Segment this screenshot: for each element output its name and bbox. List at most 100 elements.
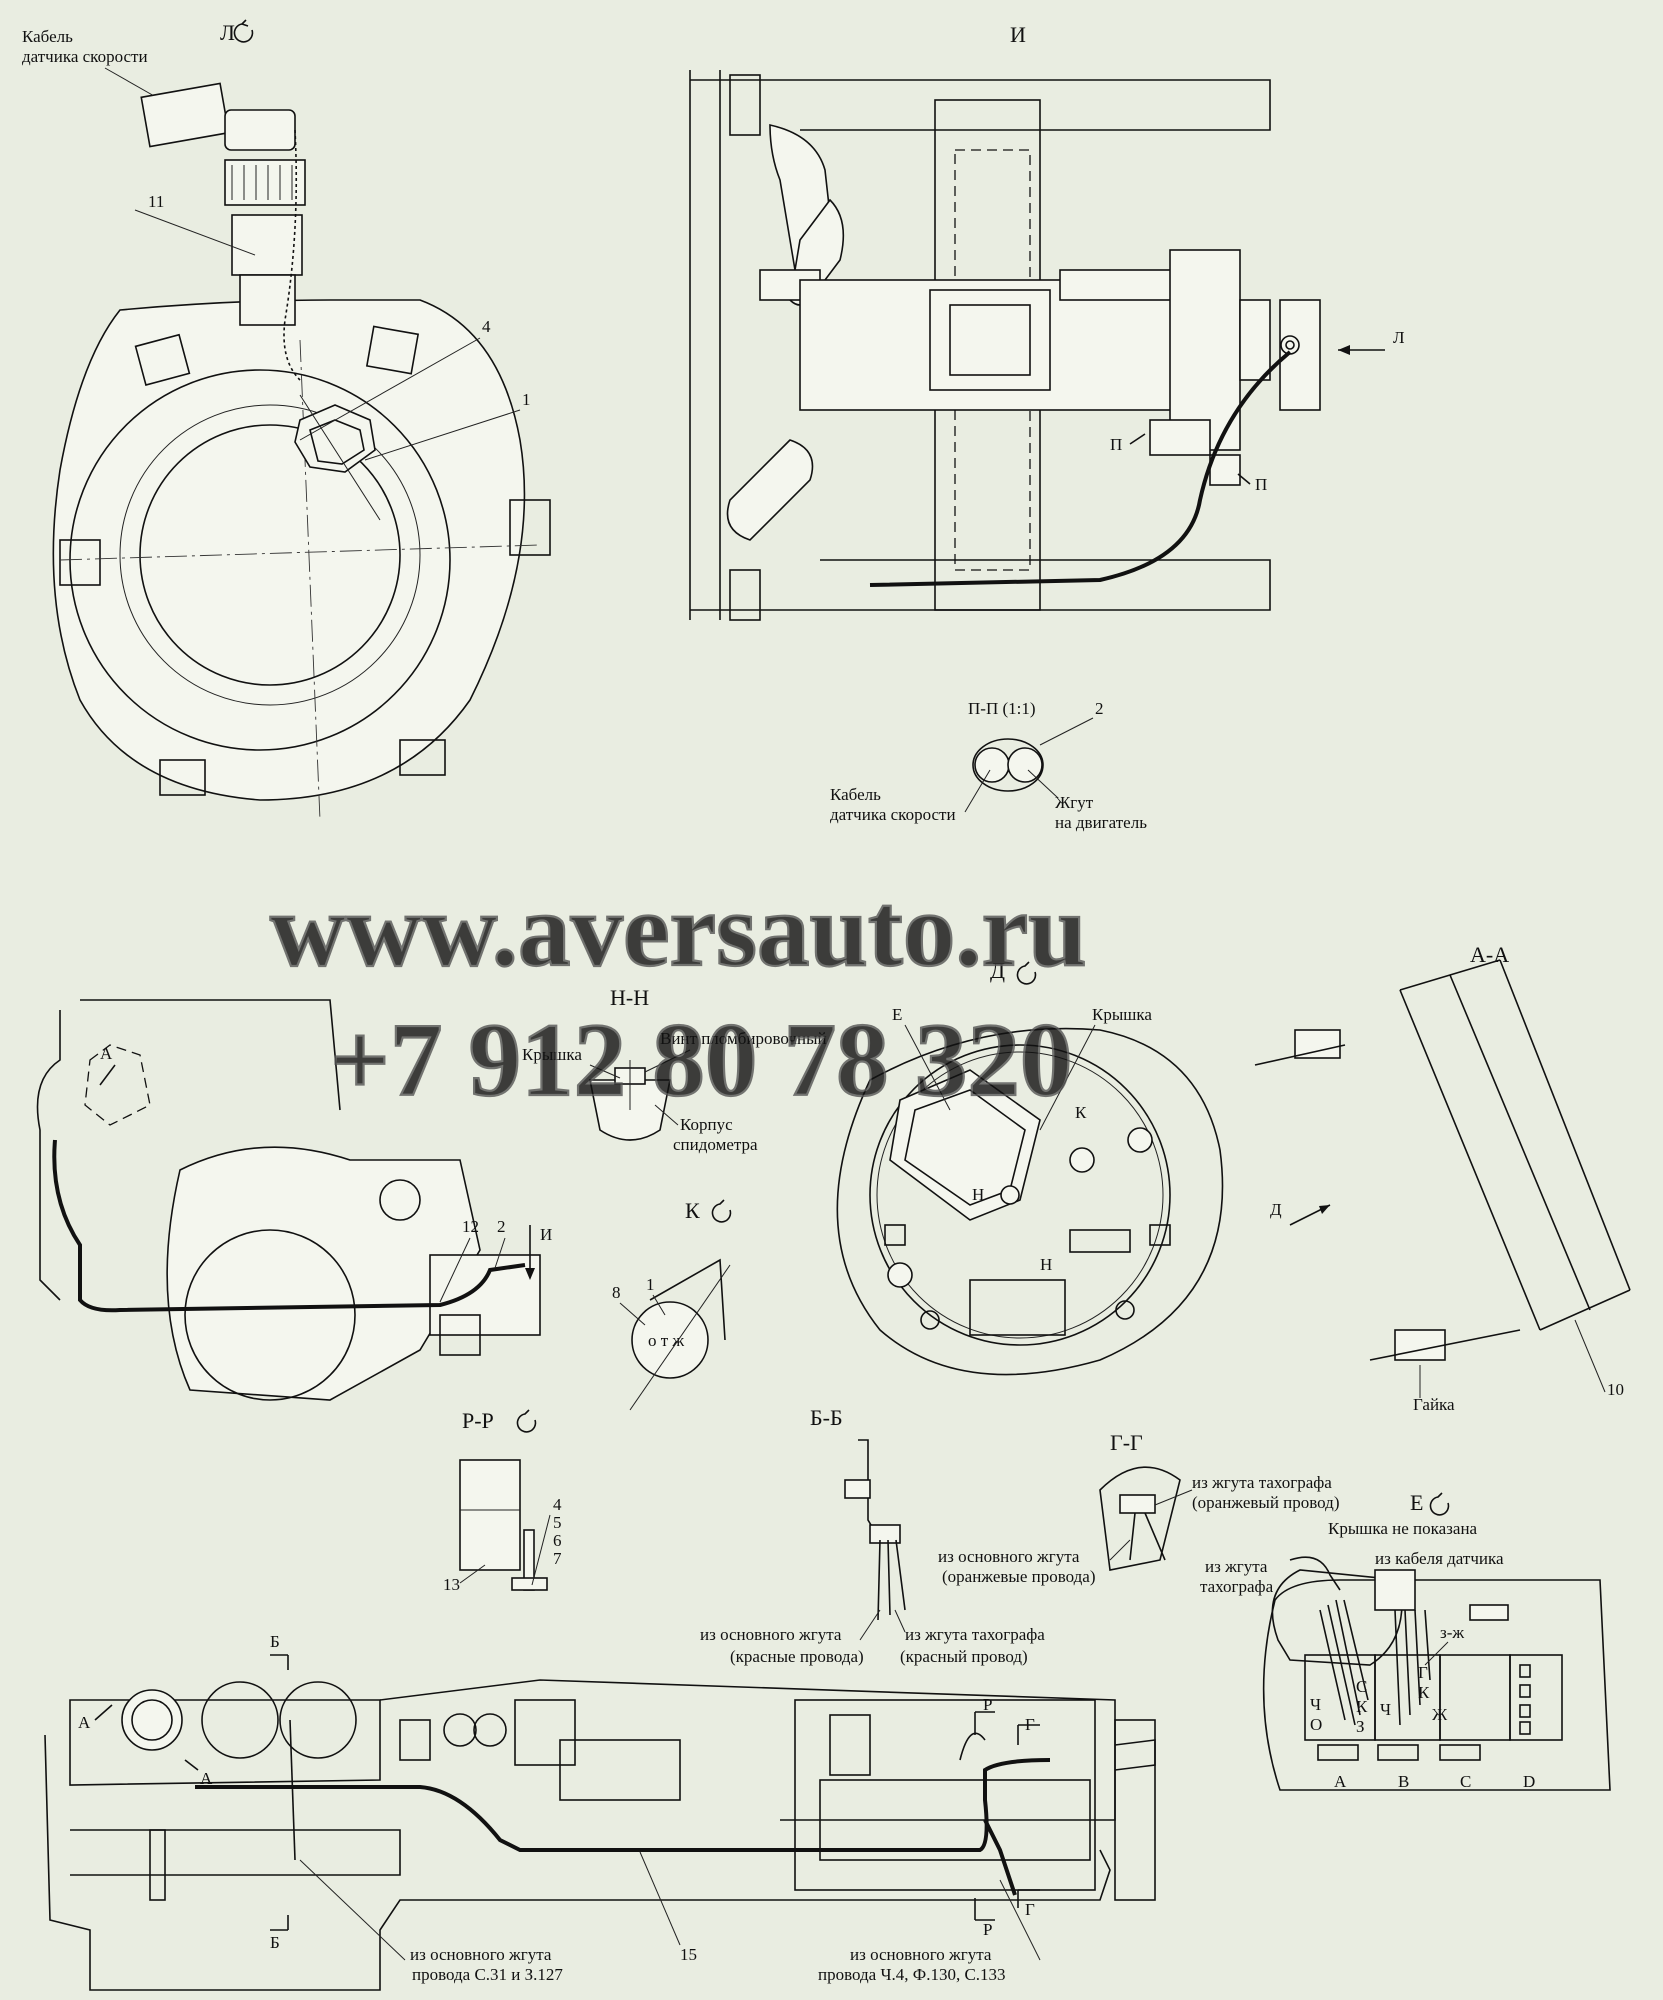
section-p-label-1: П <box>1110 435 1122 454</box>
aa-nut-label: Гайка <box>1413 1395 1455 1414</box>
view-i: И Л П П <box>689 22 1405 621</box>
callout-7: 7 <box>553 1549 562 1568</box>
nn-body-label-1: Корпус <box>680 1115 733 1134</box>
section-bb-title: Б-Б <box>810 1405 843 1430</box>
panel-main-right-label-1: из основного жгута <box>850 1945 992 1964</box>
d-e-label: Е <box>892 1005 902 1024</box>
bb-tacho-label-1: из жгута тахографа <box>905 1625 1045 1644</box>
pp-harness-label-2: на двигатель <box>1055 813 1147 832</box>
e-col-d: D <box>1523 1772 1535 1791</box>
section-nn: Н-Н Крышка Винт пломбировочный Корпус сп… <box>522 985 827 1154</box>
panel-main-right-label-2: провода Ч.4, Ф.130, С.133 <box>818 1965 1006 1984</box>
arrow-a-label: А <box>100 1044 113 1063</box>
e-tacho-label-2: тахографа <box>1200 1577 1274 1596</box>
view-a-vehicle: А 12 2 И <box>36 999 552 1401</box>
callout-1-l: 1 <box>522 390 531 409</box>
view-d: Д Е Крышка К Н Н <box>836 958 1224 1376</box>
nn-screw-label: Винт пломбировочный <box>660 1029 827 1048</box>
view-d-title: Д <box>990 958 1005 983</box>
e-pin-a-1: Ч <box>1310 1695 1321 1714</box>
watermark-url: www.aversauto.ru <box>270 871 1087 988</box>
e-sensor-label: из кабеля датчика <box>1375 1549 1504 1568</box>
section-p-label-2: П <box>1255 475 1267 494</box>
e-pin-b-1: Г <box>1418 1663 1428 1682</box>
e-pin-b-3: Ч <box>1380 1700 1391 1719</box>
panel-b2-label: Б <box>270 1933 280 1952</box>
gg-main-label-2: (оранжевые провода) <box>942 1567 1096 1586</box>
section-aa: А-А Д Гайка 10 <box>1254 942 1631 1414</box>
callout-8: 8 <box>612 1283 621 1302</box>
e-pin-a-4: К <box>1356 1697 1368 1716</box>
nn-cover-label: Крышка <box>522 1045 582 1064</box>
panel-a1-label: А <box>78 1713 91 1732</box>
callout-11: 11 <box>148 192 164 211</box>
section-pp: П-П (1:1) 2 Кабель датчика скорости Жгут… <box>830 699 1147 832</box>
arrow-i-label: И <box>540 1225 552 1244</box>
gg-tacho-label-1: из жгута тахографа <box>1192 1473 1332 1492</box>
callout-10: 10 <box>1607 1380 1624 1399</box>
panel-r1-label: Р <box>983 1695 992 1714</box>
watermark: www.aversauto.ru +7 912 80 78 320 <box>269 870 1088 1119</box>
e-col-b: B <box>1398 1772 1409 1791</box>
watermark-phone: +7 912 80 78 320 <box>330 1001 1072 1118</box>
panel-main-left-label-2: провода С.31 и З.127 <box>412 1965 563 1984</box>
view-rr: Р-Р 13 4 5 6 7 <box>443 1408 562 1594</box>
nn-body-label-2: спидометра <box>673 1135 758 1154</box>
panel-a2-label: А <box>200 1769 213 1788</box>
section-bb: Б-Б из основного жгута (красные провода)… <box>700 1405 1045 1666</box>
bb-main-label-1: из основного жгута <box>700 1625 842 1644</box>
section-pp-title: П-П (1:1) <box>968 699 1036 718</box>
e-pin-a-3: С <box>1356 1677 1367 1696</box>
arrow-l-label: Л <box>1393 328 1405 347</box>
section-nn-title: Н-Н <box>610 985 649 1010</box>
e-pin-a-2: О <box>1310 1715 1322 1734</box>
callout-15: 15 <box>680 1945 697 1964</box>
k-dial-label: о т ж <box>648 1331 684 1350</box>
e-wire-zzh: з-ж <box>1440 1623 1464 1642</box>
callout-2-a: 2 <box>497 1217 506 1236</box>
panel-b1-label: Б <box>270 1632 280 1651</box>
callout-13: 13 <box>443 1575 460 1594</box>
e-cover-note: Крышка не показана <box>1328 1519 1478 1538</box>
callout-5: 5 <box>553 1513 562 1532</box>
bb-main-label-2: (красные провода) <box>730 1647 864 1666</box>
view-e: Е Крышка не показана из кабеля датчика и… <box>1200 1490 1611 1791</box>
speed-cable-label-l1: Кабель <box>22 27 73 46</box>
callout-4: 4 <box>553 1495 562 1514</box>
gg-main-label-1: из основного жгута <box>938 1547 1080 1566</box>
aa-arrow-d-label: Д <box>1270 1200 1282 1219</box>
panel-r2-label: Р <box>983 1920 992 1939</box>
gg-tacho-label-2: (оранжевый провод) <box>1192 1493 1340 1512</box>
section-gg-title: Г-Г <box>1110 1430 1143 1455</box>
callout-12: 12 <box>462 1217 479 1236</box>
view-k: К о т ж 8 1 <box>612 1198 732 1411</box>
view-l: Л Кабель датчика скорости 11 4 <box>22 19 551 821</box>
e-col-c: C <box>1460 1772 1471 1791</box>
d-n2-label: Н <box>1040 1255 1052 1274</box>
view-i-title: И <box>1010 22 1026 47</box>
callout-2-pp: 2 <box>1095 699 1104 718</box>
pp-cable-label-2: датчика скорости <box>830 805 956 824</box>
e-tacho-label-1: из жгута <box>1205 1557 1268 1576</box>
instrument-panel: Б Б А А Р Р Г Г из основного жгута прово… <box>44 1632 1156 1991</box>
e-pin-b-2: К <box>1418 1683 1430 1702</box>
speed-cable-label-l2: датчика скорости <box>22 47 148 66</box>
pp-harness-label-1: Жгут <box>1055 793 1094 812</box>
d-cover-label: Крышка <box>1092 1005 1152 1024</box>
view-l-title: Л <box>220 20 235 45</box>
callout-6: 6 <box>553 1531 562 1550</box>
d-k-label: К <box>1075 1103 1087 1122</box>
callout-4-l: 4 <box>482 317 491 336</box>
view-k-title: К <box>685 1198 700 1223</box>
bb-tacho-label-2: (красный провод) <box>900 1647 1028 1666</box>
panel-g2-label: Г <box>1025 1900 1035 1919</box>
view-rr-title: Р-Р <box>462 1408 494 1433</box>
rotate-icon <box>233 19 254 43</box>
e-col-a: A <box>1334 1772 1347 1791</box>
pp-cable-label-1: Кабель <box>830 785 881 804</box>
e-pin-a-5: З <box>1356 1717 1365 1736</box>
d-n1-label: Н <box>972 1185 984 1204</box>
view-e-title: Е <box>1410 1490 1423 1515</box>
e-pin-b-4: Ж <box>1432 1705 1448 1724</box>
